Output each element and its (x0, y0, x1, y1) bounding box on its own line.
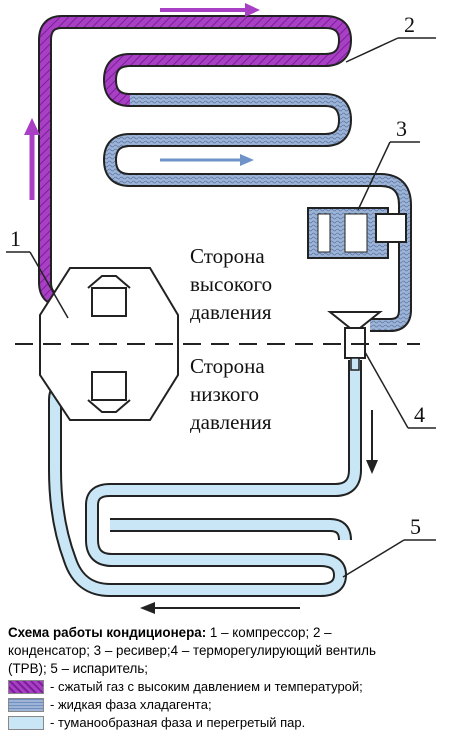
low-side-label-2: низкого (190, 382, 259, 406)
legend-label-hot-gas: - сжатый газ с высоким давлением и темпе… (50, 679, 363, 694)
legend-swatch-vapor (8, 716, 44, 730)
high-side-label-1: Сторона (190, 244, 265, 268)
callout-2: 2 (404, 12, 415, 37)
low-side-label-1: Сторона (190, 354, 265, 378)
caption: Схема работы кондиционера: 1 – компрессо… (8, 624, 456, 732)
high-side-label-2: высокого (190, 272, 272, 296)
vapor-line (48, 360, 362, 597)
legend-swatch-liquid (8, 698, 44, 712)
callout-3: 3 (396, 116, 407, 141)
callout-4: 4 (414, 402, 425, 427)
caption-line-3: (ТРВ); 5 – испаритель; (8, 661, 149, 676)
caption-title: Схема работы кондиционера: (8, 625, 207, 640)
legend-liquid: - жидкая фаза хладагента; (8, 696, 456, 714)
legend-swatch-hot-gas (8, 680, 44, 694)
receiver (307, 207, 407, 259)
hot-gas-line (38, 15, 352, 307)
low-side-label-3: давления (190, 410, 272, 434)
flow-arrows (24, 3, 378, 614)
callout-5: 5 (410, 514, 421, 539)
legend-hot-gas: - сжатый газ с высоким давлением и темпе… (8, 678, 456, 696)
expansion-valve (327, 311, 383, 371)
legend-label-liquid: - жидкая фаза хладагента; (50, 697, 212, 712)
caption-line-1: Схема работы кондиционера: 1 – компрессо… (8, 624, 456, 642)
callouts: 1 2 3 4 5 (6, 12, 436, 578)
legend-vapor: - туманообразная фаза и перегретый пар. (8, 714, 456, 732)
callout-1: 1 (10, 226, 21, 251)
ac-schematic: Сторона высокого давления Сторона низког… (6, 3, 436, 614)
liquid-line (103, 93, 412, 332)
caption-text-1: 1 – компрессор; 2 – (206, 625, 332, 640)
high-side-label-3: давления (190, 300, 272, 324)
legend-label-vapor: - туманообразная фаза и перегретый пар. (50, 715, 306, 730)
caption-line-2: конденсатор; 3 – ресивер;4 – терморегули… (8, 643, 376, 658)
compressor (39, 267, 179, 421)
